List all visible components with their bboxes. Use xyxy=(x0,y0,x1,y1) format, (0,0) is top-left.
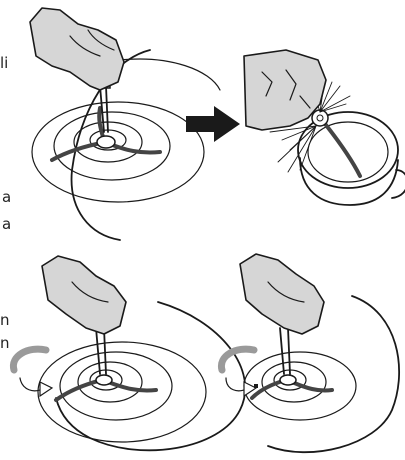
brush-hub-rings xyxy=(32,102,204,202)
side-brush-icon xyxy=(252,375,332,398)
rotation-arrow-icon xyxy=(221,349,258,396)
screwdriver-icon xyxy=(280,328,290,374)
panel-rotate-left xyxy=(13,256,245,450)
side-brush-icon xyxy=(52,108,160,160)
arrow-right-icon xyxy=(186,106,240,142)
brush-hub-rings xyxy=(38,342,206,442)
panel-rotate-right xyxy=(221,254,399,452)
robot-body-outline-inner xyxy=(120,59,220,90)
hand-holding-screwdriver xyxy=(30,8,124,90)
rotation-arrow-icon xyxy=(13,349,52,396)
hand-holding-screwdriver xyxy=(42,256,126,334)
panel-clean-brush-in-water xyxy=(244,50,405,205)
screwdriver-icon xyxy=(96,328,106,374)
